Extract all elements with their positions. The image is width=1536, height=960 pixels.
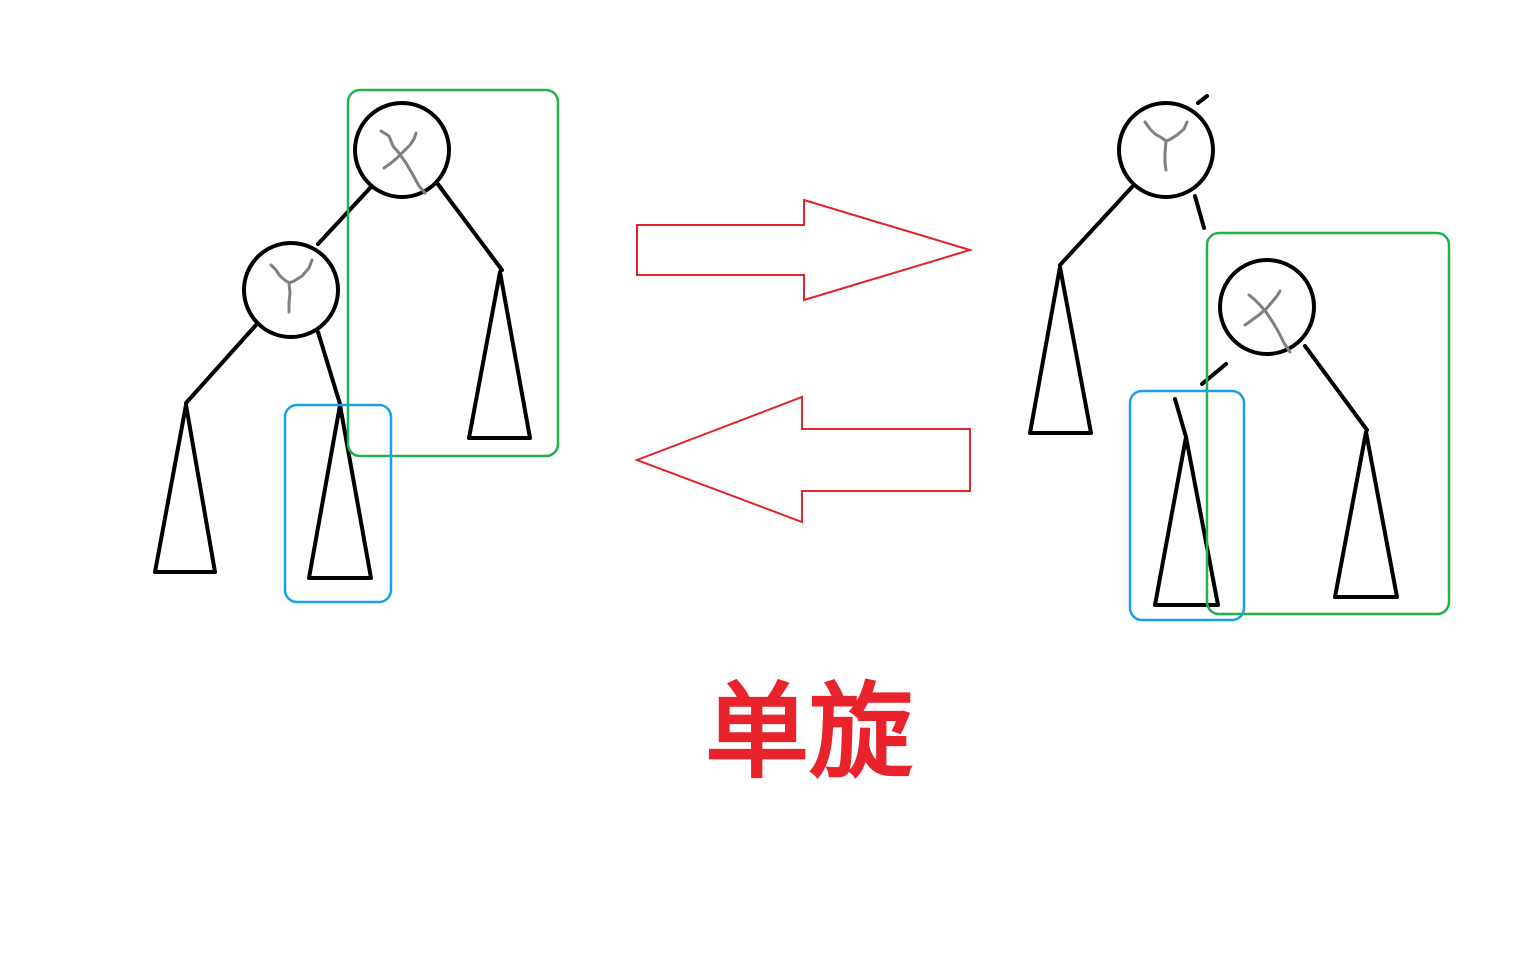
edge-y-to-left-subtree xyxy=(1058,185,1134,267)
x-scribble xyxy=(1243,289,1292,354)
left-arrow xyxy=(634,395,971,524)
caption-title: 单旋 xyxy=(705,671,914,793)
edge-y-to-x xyxy=(1193,194,1206,230)
node-y xyxy=(1117,101,1215,199)
left-subtree-triangle xyxy=(1028,265,1093,435)
node-x xyxy=(1218,258,1316,356)
y-scribble xyxy=(1143,120,1189,172)
edge-y-to-left-subtree xyxy=(184,323,258,405)
left-green-box xyxy=(346,88,560,458)
edge-x-to-y xyxy=(316,185,373,246)
right-subtree-triangle xyxy=(1333,430,1399,599)
edge-y-to-middle-subtree xyxy=(316,330,342,406)
right-tree xyxy=(1028,94,1451,622)
edge-x-to-right-subtree xyxy=(435,181,504,272)
x-scribble xyxy=(379,129,427,195)
y-scribble xyxy=(269,258,314,314)
middle-subtree-triangle xyxy=(1153,397,1220,607)
node-y xyxy=(242,241,340,339)
left-subtree-triangle xyxy=(153,403,217,574)
middle-subtree-triangle xyxy=(307,403,373,580)
edge-parent-stub xyxy=(1196,94,1209,105)
right-arrow xyxy=(636,198,974,302)
right-blue-box xyxy=(1128,389,1246,622)
edge-x-to-right-subtree xyxy=(1303,344,1369,432)
left-tree xyxy=(153,88,560,604)
right-green-box xyxy=(1205,231,1451,616)
right-subtree-triangle xyxy=(467,270,532,440)
node-x xyxy=(353,101,451,199)
left-blue-box xyxy=(283,403,393,604)
edge-x-to-middle-subtree xyxy=(1200,362,1228,386)
